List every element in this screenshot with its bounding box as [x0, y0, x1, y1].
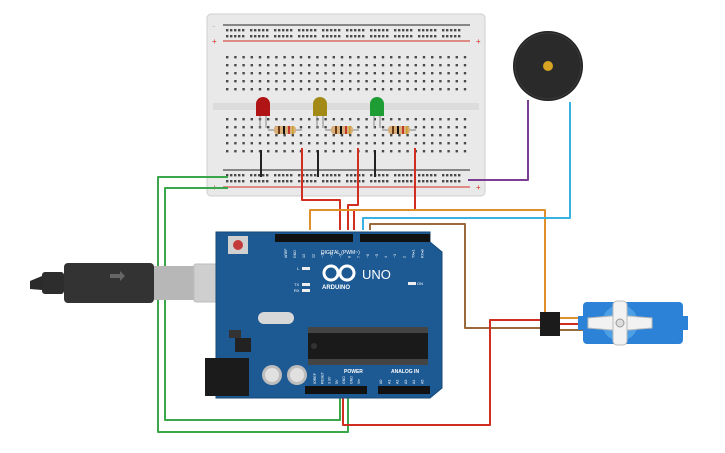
green-wire-1 [157, 176, 349, 433]
digital-pin-label-5: ~10 [330, 252, 334, 258]
analog-pin-label-1: A1 [387, 380, 391, 384]
digital-pin-labels: AREF GND 13 12 ~11 ~10 ~9 8 7 ~6 ~5 4 ~3 2 TX▸1 RX◂0 [284, 248, 425, 258]
power-pin-label-4: GND [342, 376, 346, 384]
leds [256, 97, 384, 128]
yellow-led [313, 97, 327, 128]
power-pin-label-5: GND [350, 376, 354, 384]
arduino-brand-text: ARDUINO [322, 285, 350, 291]
analog-pin-labels: A0 A1 A2 A3 A4 A5 [379, 380, 425, 384]
usb-cable [30, 263, 233, 303]
resistors [268, 126, 416, 134]
purple-wire [468, 100, 529, 181]
analog-pin-label-4: A4 [412, 380, 416, 384]
breadboard-jumpers [260, 150, 376, 177]
rail-plus-top-right: + [476, 37, 481, 46]
red-wire-led-2 [347, 148, 359, 230]
digital-pin-label-6: ~9 [339, 254, 343, 258]
red-wire-servo [342, 319, 540, 426]
digital-pin-label-2: 13 [302, 254, 306, 258]
rx-label: RX [294, 288, 300, 293]
micro-servo [540, 300, 688, 346]
rail-minus-top: − [212, 24, 215, 29]
digital-pin-label-12: ~3 [393, 254, 397, 258]
resistor-1 [268, 126, 302, 134]
power-label: POWER [344, 369, 363, 375]
green-led [370, 97, 384, 128]
red-wire-led-1 [301, 148, 341, 230]
orange-wire [309, 209, 546, 315]
digital-pin-label-14: TX▸1 [411, 250, 415, 258]
tx-label: TX [294, 282, 299, 287]
wires [157, 100, 571, 433]
reset-button [233, 240, 243, 250]
rail-plus-top: + [212, 37, 217, 46]
digital-pin-label-8: 7 [357, 256, 361, 258]
power-pin-label-3: 5V [335, 379, 339, 384]
usb-icon [110, 271, 125, 281]
digital-pin-label-13: 2 [402, 256, 406, 258]
arduino-uno: ARDUINO UNO DIGITAL (PWM~) POWER ANALOG … [205, 231, 443, 399]
arduino-model-text: UNO [362, 267, 391, 282]
rail-plus-bottom-right: + [476, 183, 481, 192]
digital-label: DIGITAL (PWM~) [321, 250, 360, 256]
analog-pin-label-3: A3 [404, 380, 408, 384]
red-led [256, 97, 270, 128]
power-pin-label-6: Vin [357, 379, 361, 384]
on-label: ON [417, 281, 423, 286]
breadboard: − + + + + [206, 13, 486, 197]
arduino-logo: ARDUINO [322, 264, 356, 291]
power-pin-label-0: IOREF [313, 372, 317, 384]
analog-pin-label-0: A0 [379, 380, 383, 384]
resistor-3 [382, 126, 416, 134]
digital-pin-label-9: ~6 [366, 254, 370, 258]
digital-pin-label-11: 4 [384, 256, 388, 258]
digital-pin-label-15: RX◂0 [421, 249, 425, 258]
digital-pin-label-4: ~11 [320, 252, 324, 258]
digital-pin-label-1: GND [293, 250, 297, 258]
digital-pin-label-3: 12 [311, 254, 315, 258]
analog-pin-label-2: A2 [396, 380, 400, 384]
green-wire-2 [164, 187, 341, 421]
power-pin-label-1: RESET [320, 371, 324, 384]
digital-pin-label-10: ~5 [375, 254, 379, 258]
l-label: L [297, 266, 300, 271]
piezo-buzzer [513, 31, 583, 101]
power-pin-label-2: 3.3V [328, 376, 332, 384]
analog-pin-label-5: A5 [421, 380, 425, 384]
analog-label: ANALOG IN [391, 369, 419, 375]
digital-pin-label-7: 8 [348, 256, 352, 258]
digital-pin-label-0: AREF [284, 248, 288, 258]
resistor-2 [325, 126, 359, 134]
cyan-wire [362, 102, 571, 230]
